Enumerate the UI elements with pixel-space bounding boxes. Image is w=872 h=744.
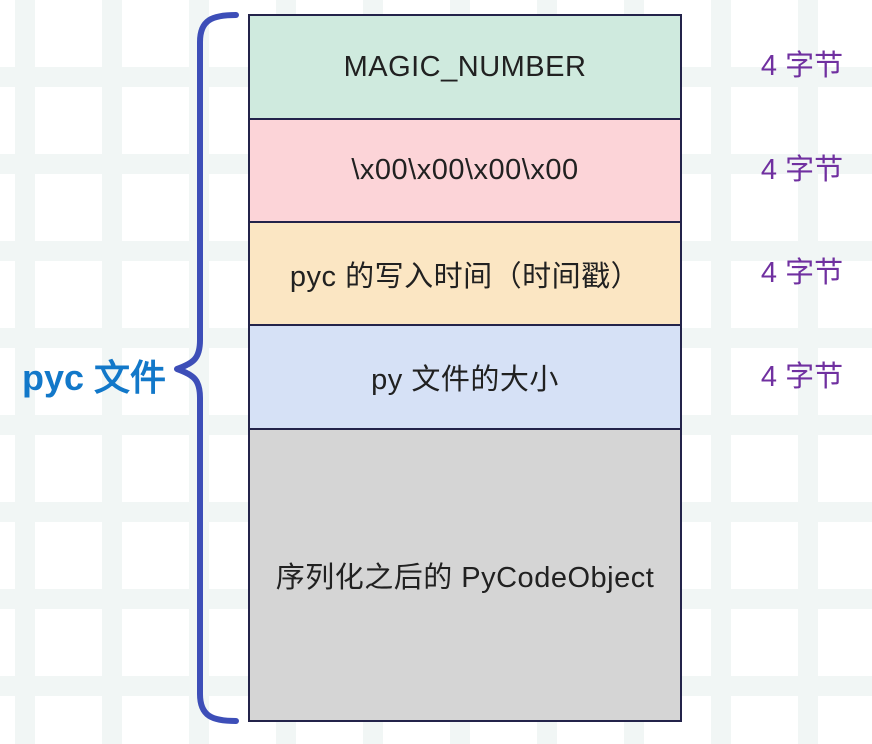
row-null-bytes: \x00\x00\x00\x00 (250, 120, 680, 223)
pyc-structure-stack: MAGIC_NUMBER \x00\x00\x00\x00 pyc 的写入时间（… (248, 14, 682, 722)
size-label-timestamp: 4 字节 (760, 257, 844, 289)
row-magic-number: MAGIC_NUMBER (250, 16, 680, 120)
row-pycodeobject: 序列化之后的 PyCodeObject (250, 430, 680, 720)
pyc-file-caption: pyc 文件 (21, 357, 167, 398)
size-label-magic-number: 4 字节 (760, 50, 844, 82)
row-pycodeobject-label: 序列化之后的 PyCodeObject (275, 562, 655, 594)
row-py-size-label: py 文件的大小 (371, 364, 559, 396)
row-timestamp: pyc 的写入时间（时间戳） (250, 223, 680, 326)
row-timestamp-label: pyc 的写入时间（时间戳） (289, 260, 641, 293)
row-null-bytes-label: \x00\x00\x00\x00 (351, 154, 579, 186)
size-label-py-size: 4 字节 (760, 361, 844, 393)
size-label-null-bytes: 4 字节 (760, 154, 844, 186)
row-py-size: py 文件的大小 (250, 326, 680, 430)
row-magic-number-label: MAGIC_NUMBER (343, 50, 587, 83)
